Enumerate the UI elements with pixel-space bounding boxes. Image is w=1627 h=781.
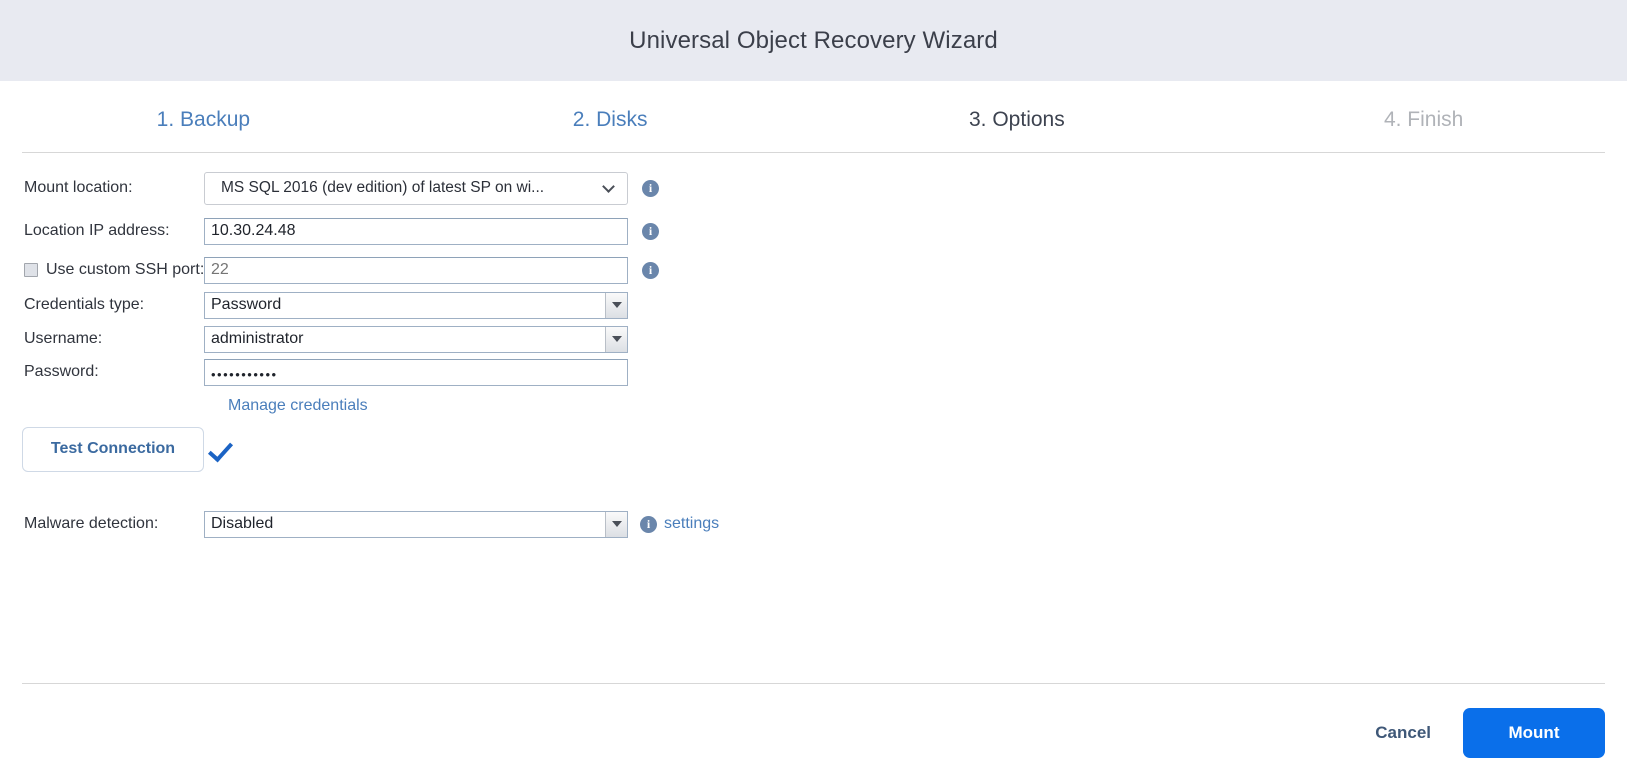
username-select[interactable]: administrator [204, 325, 628, 353]
malware-detection-select[interactable]: Disabled [204, 510, 628, 538]
row-manage-credentials: Manage credentials [204, 392, 368, 420]
row-username: Username: administrator [0, 325, 628, 353]
malware-detection-info-icon[interactable]: i [640, 515, 657, 533]
steps-divider [22, 152, 1605, 153]
ssh-port-label: Use custom SSH port: [46, 261, 205, 278]
location-ip-input[interactable] [204, 217, 628, 245]
row-test-connection: Test Connection [0, 425, 238, 473]
row-password: Password: ••••••••••• [0, 358, 628, 386]
credentials-type-value: Password [211, 296, 282, 313]
mount-location-info-icon[interactable]: i [642, 179, 659, 197]
row-location-ip: Location IP address: i [0, 217, 659, 245]
chevron-down-icon [602, 180, 615, 193]
test-connection-button[interactable]: Test Connection [22, 426, 204, 472]
mount-location-value: MS SQL 2016 (dev edition) of latest SP o… [221, 179, 545, 196]
cancel-button[interactable]: Cancel [1371, 717, 1435, 749]
dialog-titlebar: Universal Object Recovery Wizard [0, 0, 1627, 81]
malware-settings-link[interactable]: settings [664, 515, 720, 532]
malware-detection-value: Disabled [211, 515, 274, 532]
mount-button[interactable]: Mount [1463, 707, 1605, 758]
step-disks[interactable]: 2. Disks [572, 107, 648, 131]
username-label: Username: [24, 330, 103, 347]
chevron-down-icon[interactable] [605, 511, 627, 537]
row-credentials-type: Credentials type: Password [0, 291, 628, 319]
step-options[interactable]: 3. Options [969, 107, 1065, 131]
ssh-port-info-icon[interactable]: i [642, 261, 659, 279]
manage-credentials-link[interactable]: Manage credentials [228, 397, 368, 414]
username-value: administrator [211, 330, 304, 347]
chevron-down-icon[interactable] [605, 292, 627, 318]
wizard-steps: 1. Backup 2. Disks 3. Options 4. Finish [0, 81, 1627, 152]
use-custom-ssh-port-checkbox[interactable] [24, 263, 38, 277]
row-ssh-port: Use custom SSH port: i [0, 256, 659, 284]
location-ip-info-icon[interactable]: i [642, 222, 659, 240]
malware-detection-label: Malware detection: [24, 515, 159, 532]
dialog-footer: Cancel Mount [0, 684, 1627, 781]
row-malware-detection: Malware detection: Disabled i settings [0, 510, 719, 538]
ssh-port-label-group[interactable]: Use custom SSH port: [0, 261, 204, 279]
mount-location-select[interactable]: MS SQL 2016 (dev edition) of latest SP o… [204, 171, 628, 205]
row-mount-location: Mount location: MS SQL 2016 (dev edition… [0, 171, 659, 205]
chevron-down-icon[interactable] [605, 326, 627, 352]
credentials-type-label: Credentials type: [24, 296, 145, 313]
mount-location-label: Mount location: [24, 179, 133, 196]
test-connection-wrap: Test Connection [0, 426, 204, 472]
step-backup[interactable]: 1. Backup [156, 107, 251, 131]
password-label: Password: [24, 363, 99, 380]
credentials-type-select[interactable]: Password [204, 291, 628, 319]
page-title: Universal Object Recovery Wizard [629, 26, 998, 54]
step-finish: 4. Finish [1383, 107, 1464, 131]
location-ip-label: Location IP address: [24, 222, 170, 239]
ssh-port-input[interactable] [204, 256, 628, 284]
footer-divider [22, 683, 1605, 684]
password-input[interactable]: ••••••••••• [204, 358, 628, 386]
connection-success-check-icon [210, 435, 238, 463]
